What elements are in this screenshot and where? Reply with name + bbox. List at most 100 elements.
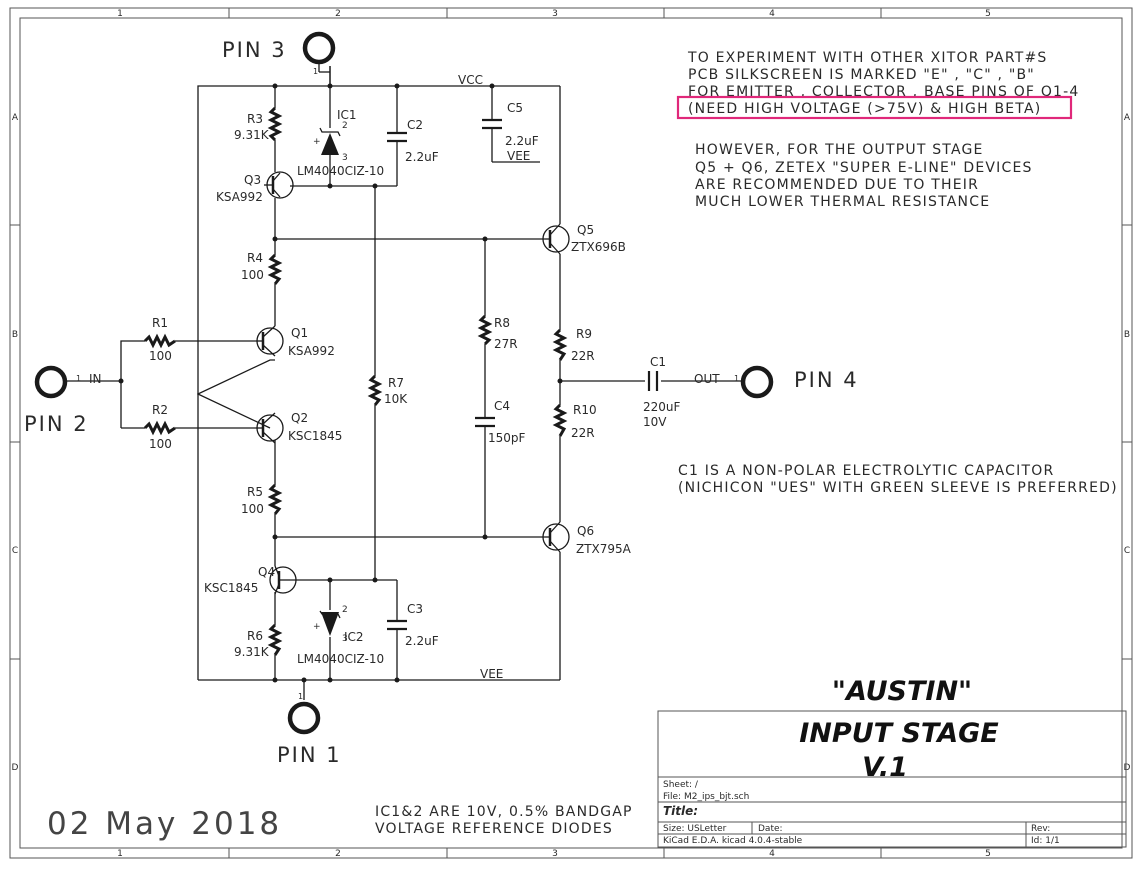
value-q2: KSC1845 — [288, 429, 342, 443]
row-label: C — [1124, 546, 1130, 556]
row-label: C — [12, 546, 18, 556]
highlight-box — [676, 95, 1073, 120]
col-label: 5 — [985, 849, 991, 859]
value-r7: 10K — [384, 392, 408, 406]
note-line: ARE RECOMMENDED DUE TO THEIR — [695, 177, 979, 193]
value-ic1: LM4040CIZ-10 — [297, 164, 384, 178]
pin3-terminal — [302, 31, 336, 65]
transistor-q4 — [269, 565, 297, 595]
pin1-terminal — [287, 701, 321, 735]
row-label: A — [1124, 113, 1131, 123]
resistor-r10 — [552, 403, 568, 437]
resistor-r7 — [367, 374, 383, 406]
col-label: 3 — [552, 849, 558, 859]
ref-r4: R4 — [247, 251, 263, 265]
ref-r2: R2 — [152, 403, 168, 417]
pin-number: 1 — [76, 374, 81, 383]
tb-date: Date: — [758, 824, 783, 834]
tb-kicad: KiCad E.D.A. kicad 4.0.4-stable — [663, 836, 803, 846]
note-line: Q5 + Q6, ZETEX "SUPER E-LINE" DEVICES — [695, 160, 1033, 176]
title-block: "AUSTIN" INPUT STAGE V.1 Sheet: / File: … — [657, 676, 1127, 848]
note-line: PCB SILKSCREEN IS MARKED "E" , "C" , "B" — [688, 67, 1035, 83]
value-c4: 150pF — [488, 431, 526, 445]
value-r6: 9.31K — [234, 645, 270, 659]
pin2-label: PIN 2 — [24, 412, 89, 436]
tb-id: Id: 1/1 — [1031, 836, 1060, 846]
note-line: MUCH LOWER THERMAL RESISTANCE — [695, 194, 990, 210]
net-vee: VEE — [480, 667, 503, 681]
row-label: D — [12, 763, 19, 773]
wires — [66, 66, 742, 700]
resistor-r1 — [143, 333, 176, 349]
col-label: 5 — [985, 9, 991, 19]
note-highlight: (NEED HIGH VOLTAGE (>75V) & HIGH BETA) — [688, 101, 1041, 117]
col-label: 2 — [335, 849, 341, 859]
ref-r3: R3 — [247, 112, 263, 126]
sheet-date: 02 May 2018 — [47, 806, 282, 842]
row-label: D — [1124, 763, 1131, 773]
ref-r5: R5 — [247, 485, 263, 499]
svg-text:+: + — [313, 622, 321, 632]
sheet-frame: 1 2 3 4 5 1 2 3 4 5 A B C D A B C D — [9, 7, 1133, 859]
col-label: 4 — [769, 849, 775, 859]
value-c3: 2.2uF — [405, 634, 439, 648]
ref-r10: R10 — [573, 403, 597, 417]
value-q3: KSA992 — [216, 190, 263, 204]
pin2-terminal — [34, 365, 68, 399]
ref-c5: C5 — [507, 101, 523, 115]
col-label: 1 — [117, 9, 123, 19]
svg-text:2: 2 — [342, 605, 348, 615]
component-labels: R1 100 R2 100 R3 9.31K R4 100 R5 100 R6 … — [149, 101, 681, 666]
col-label: 2 — [335, 9, 341, 19]
resistor-r5 — [267, 483, 283, 515]
ref-r1: R1 — [152, 316, 168, 330]
ref-r7: R7 — [388, 376, 404, 390]
value-r8: 27R — [494, 337, 518, 351]
row-label: A — [12, 113, 19, 123]
pin4-terminal — [740, 365, 774, 399]
ref-c1: C1 — [650, 355, 666, 369]
resistor-r2 — [143, 420, 176, 436]
pin-number: 1 — [313, 67, 318, 76]
row-label: B — [12, 330, 18, 340]
big-title-line: V.1 — [862, 752, 908, 783]
resistors — [143, 106, 568, 656]
transistors — [256, 171, 570, 595]
ref-ic2: IC2 — [344, 630, 364, 644]
transistor-q5 — [542, 223, 570, 255]
svg-text:3: 3 — [342, 153, 348, 163]
note-line: HOWEVER, FOR THE OUTPUT STAGE — [695, 142, 984, 158]
tb-sheet: Sheet: / — [663, 780, 699, 790]
tb-file: File: M2_ips_bjt.sch — [663, 792, 749, 802]
value-r10: 22R — [571, 426, 595, 440]
resistor-r6 — [267, 623, 283, 656]
resistor-r8 — [477, 314, 493, 346]
zener-ic1: + 2 3 — [313, 121, 348, 163]
ref-c3: C3 — [407, 602, 423, 616]
note-line: IC1&2 ARE 10V, 0.5% BANDGAP — [375, 804, 633, 820]
connectors — [34, 31, 774, 735]
ref-q1: Q1 — [291, 326, 308, 340]
ref-q6: Q6 — [577, 524, 594, 538]
note-line: VOLTAGE REFERENCE DIODES — [375, 821, 613, 837]
value-c2: 2.2uF — [405, 150, 439, 164]
pin1-label: PIN 1 — [277, 743, 342, 767]
capacitors — [387, 118, 659, 631]
pin4-label: PIN 4 — [794, 368, 859, 392]
value-c5: 2.2uF — [505, 134, 539, 148]
design-notes: TO EXPERIMENT WITH OTHER XITOR PART#S PC… — [375, 50, 1117, 837]
value-q4: KSC1845 — [204, 581, 258, 595]
tb-title: Title: — [663, 804, 698, 818]
ref-r8: R8 — [494, 316, 510, 330]
zener-ic2: + 2 3 — [313, 605, 348, 644]
pin-number: 1 — [298, 692, 303, 701]
transistor-q1 — [256, 325, 284, 357]
row-label: B — [1124, 330, 1130, 340]
svg-text:3: 3 — [342, 634, 348, 644]
net-out: OUT — [694, 372, 720, 386]
value-q6: ZTX795A — [576, 542, 632, 556]
ref-q4: Q4 — [258, 565, 275, 579]
ref-r9: R9 — [576, 327, 592, 341]
value-r1: 100 — [149, 349, 172, 363]
net-vcc: VCC — [458, 73, 483, 87]
